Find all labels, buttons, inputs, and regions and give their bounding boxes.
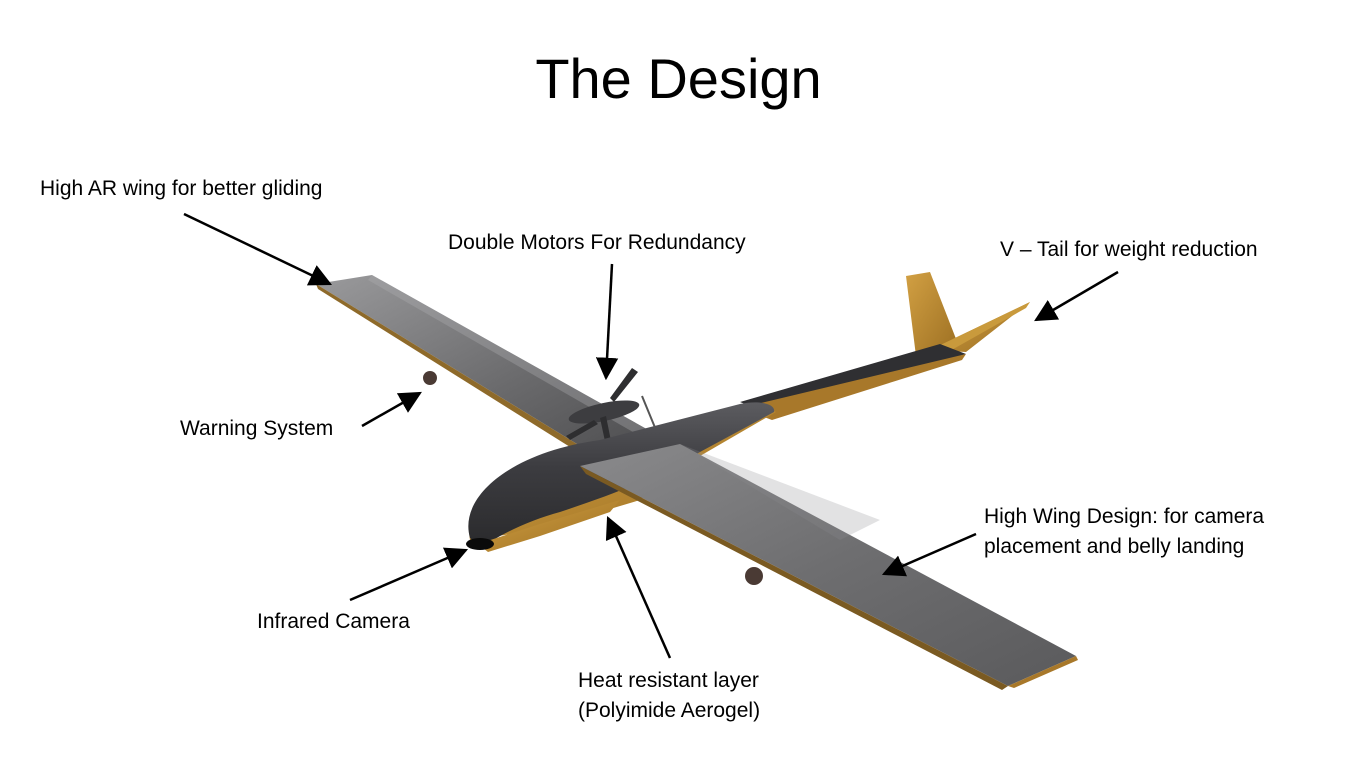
label-v-tail: V – Tail for weight reduction — [1000, 238, 1258, 261]
warning-light-right — [745, 567, 763, 585]
arrow-infrared-camera — [349, 547, 469, 602]
label-infrared-camera: Infrared Camera — [257, 610, 410, 633]
v-tail — [906, 272, 1030, 356]
label-heat-resistant-layer: Heat resistant layer (Polyimide Aerogel) — [578, 666, 760, 726]
label-high-ar-wing: High AR wing for better gliding — [40, 177, 323, 200]
label-heat-layer-line1: Heat resistant layer — [578, 669, 759, 692]
arrow-high-ar-wing — [183, 212, 333, 286]
double-motors — [566, 368, 657, 446]
label-high-wing-line2: placement and belly landing — [984, 535, 1245, 558]
warning-light-left — [423, 371, 437, 385]
tail-boom — [740, 344, 966, 420]
arrow-warning-system — [361, 391, 422, 428]
arrow-heat-layer — [605, 515, 672, 659]
arrow-v-tail — [1034, 270, 1119, 322]
slide-title: The Design — [535, 47, 822, 110]
label-heat-layer-line2: (Polyimide Aerogel) — [578, 699, 761, 722]
label-high-wing-line1: High Wing Design: for camera — [984, 505, 1265, 528]
label-warning-system: Warning System — [180, 417, 334, 440]
right-wing — [580, 444, 1078, 690]
left-wing — [316, 275, 652, 457]
arrow-high-wing — [881, 532, 977, 577]
label-double-motors: Double Motors For Redundancy — [448, 231, 746, 254]
arrow-double-motors — [595, 263, 619, 381]
label-high-wing-design: High Wing Design: for camera placement a… — [984, 502, 1264, 562]
